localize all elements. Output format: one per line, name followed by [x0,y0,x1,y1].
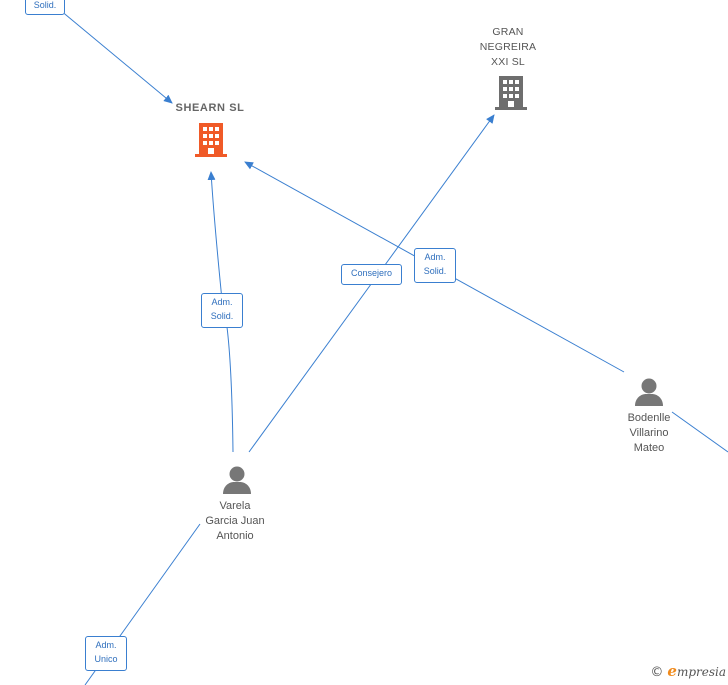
node-bodenlle-label[interactable]: Bodenlle Villarino Mateo [627,412,671,454]
person-icon [223,466,251,494]
edge-top-to-shearn [59,9,173,104]
node-varela-label[interactable]: Varela Garcia Juan Antonio [205,500,265,542]
brand-name: mpresia [676,665,726,679]
building-icon [195,123,227,157]
person-icon [635,378,663,406]
brand-e-letter: e [667,662,677,680]
relation-badge-bodenlle-shearn[interactable]: Adm. Solid. [414,248,456,283]
edge-bodenlle-offpage [671,411,728,453]
node-shearn-label[interactable]: SHEARN SL [175,102,245,114]
relation-badge-varela-shearn[interactable]: Adm. Solid. [201,293,243,328]
building-icon [495,76,527,110]
relation-badge-adm-unico[interactable]: Adm. Unico [85,636,127,671]
node-gran-negreira-label[interactable]: GRAN NEGREIRA XXI SL [479,26,537,68]
relation-badge-solid-top[interactable]: Solid. [25,0,65,15]
copyright-symbol: © [650,665,664,680]
relation-badge-consejero[interactable]: Consejero [341,264,402,285]
empresia-logo: ©empresia [650,662,726,680]
